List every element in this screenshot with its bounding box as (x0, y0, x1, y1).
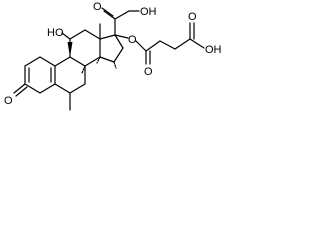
label-o-17-ester: O (128, 34, 137, 46)
methyl-10-wedge (67, 42, 73, 57)
stereo-hydrogens (81, 56, 117, 74)
label-o-20-ketone: O (93, 1, 102, 13)
side-chain-c17 (101, 7, 140, 36)
ring-c (61, 23, 101, 67)
atom-labels: HO OH O O O O OH O (4, 1, 222, 107)
ring-b (54, 56, 86, 111)
ring-d (99, 34, 124, 63)
label-oh-acid: OH (205, 44, 222, 56)
label-ho-11: HO (47, 27, 64, 39)
label-o-acid-carbonyl: O (188, 11, 197, 23)
ring-a (13, 56, 56, 97)
label-o-ester-carbonyl: O (144, 66, 153, 78)
label-o-3-ketone: O (4, 95, 13, 107)
label-oh-21: OH (140, 6, 157, 18)
molecule-structure: HO OH O O O O OH O (4, 1, 222, 111)
succinate-ester (114, 22, 205, 65)
